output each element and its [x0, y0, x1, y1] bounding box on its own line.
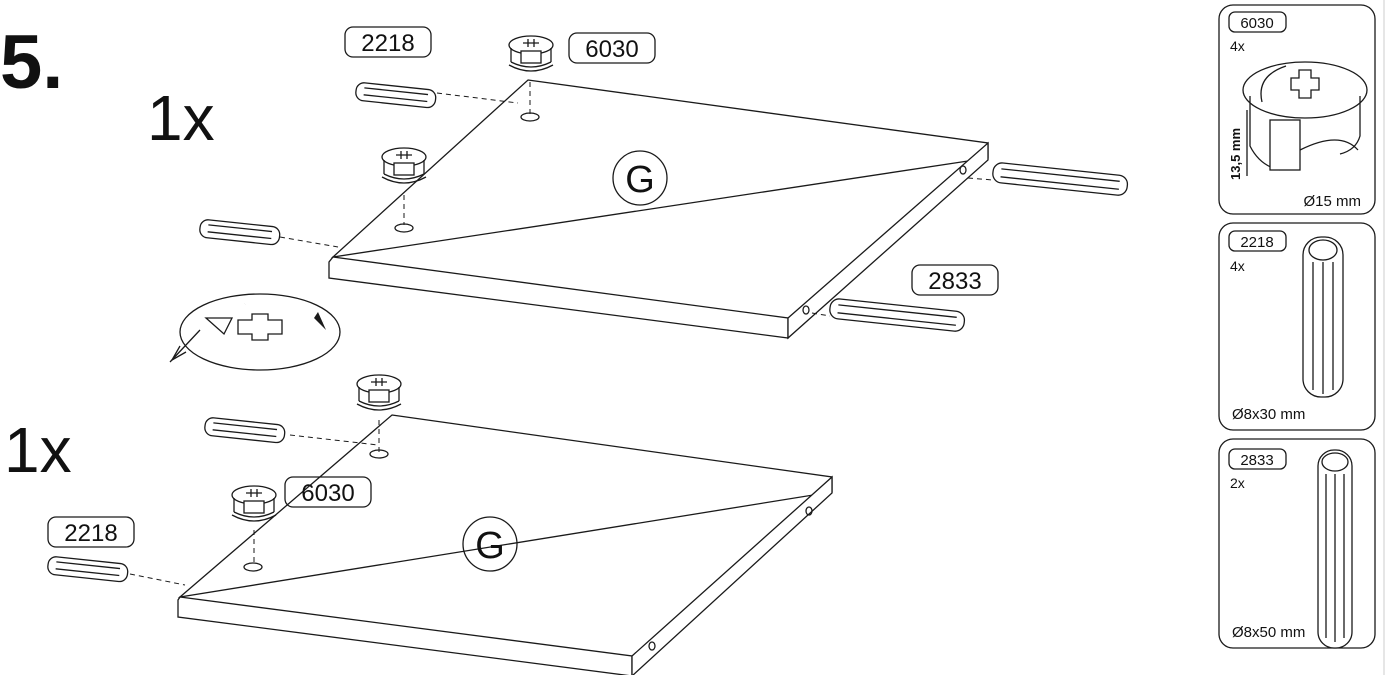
quantity-upper: 1x [147, 82, 215, 154]
callout-2833: 2833 [911, 264, 999, 296]
part-qty: 4x [1230, 258, 1245, 274]
long-dowel-icon [1317, 449, 1353, 649]
part-qty: 2x [1230, 475, 1245, 491]
panel-g-marker-upper [612, 150, 668, 206]
part-qty: 4x [1230, 38, 1245, 54]
svg-text:6030: 6030 [301, 480, 354, 507]
panel-g-label-lower: G [475, 525, 505, 567]
cam-lock-icon [1242, 61, 1368, 171]
svg-text:2833: 2833 [928, 268, 981, 295]
step-number: 5. [0, 20, 63, 105]
part-card-2833: 2833 2x Ø8x50 mm [1218, 438, 1376, 649]
callout-6030-lower: 6030 [284, 476, 372, 508]
cam-lock-upper [508, 35, 554, 72]
lower-panel [177, 414, 833, 675]
svg-text:2218: 2218 [361, 30, 414, 57]
dowel-2218-lower-left [46, 555, 130, 583]
svg-text:2218: 2218 [64, 520, 117, 547]
dowel-2833-upper-right [991, 161, 1129, 197]
dowel-2218-upper-left [198, 218, 282, 246]
callout-2218-lower: 2218 [47, 516, 135, 548]
cam-rotation-detail [169, 293, 341, 371]
upper-panel [328, 79, 989, 340]
callout-6030-upper: 6030 [568, 32, 656, 64]
dowel-2218-lower [203, 416, 287, 444]
part-card-6030: 6030 4x 13,5 mm Ø15 mm [1218, 4, 1376, 215]
part-dim: Ø8x50 mm [1232, 624, 1305, 641]
dowel-2833-front [828, 297, 966, 333]
part-card-2218: 2218 4x Ø8x30 mm [1218, 222, 1376, 431]
quantity-lower: 1x [4, 414, 72, 486]
part-dim: Ø15 mm [1303, 193, 1361, 210]
part-dim: Ø8x30 mm [1232, 406, 1305, 423]
part-code: 6030 [1240, 15, 1273, 32]
panel-g-marker-lower [462, 516, 518, 572]
guide-lines [129, 82, 994, 586]
callout-2218-upper: 2218 [344, 26, 432, 58]
dowel-2218-upper [354, 81, 438, 109]
part-dim-height: 13,5 mm [1228, 128, 1243, 180]
part-code: 2833 [1240, 452, 1273, 469]
svg-text:6030: 6030 [585, 36, 638, 63]
cam-lock-lower [356, 374, 402, 411]
dowel-icon [1302, 236, 1344, 398]
part-code: 2218 [1240, 234, 1273, 251]
panel-g-label-upper: G [625, 159, 655, 201]
cam-lock-lower-left [231, 485, 277, 522]
